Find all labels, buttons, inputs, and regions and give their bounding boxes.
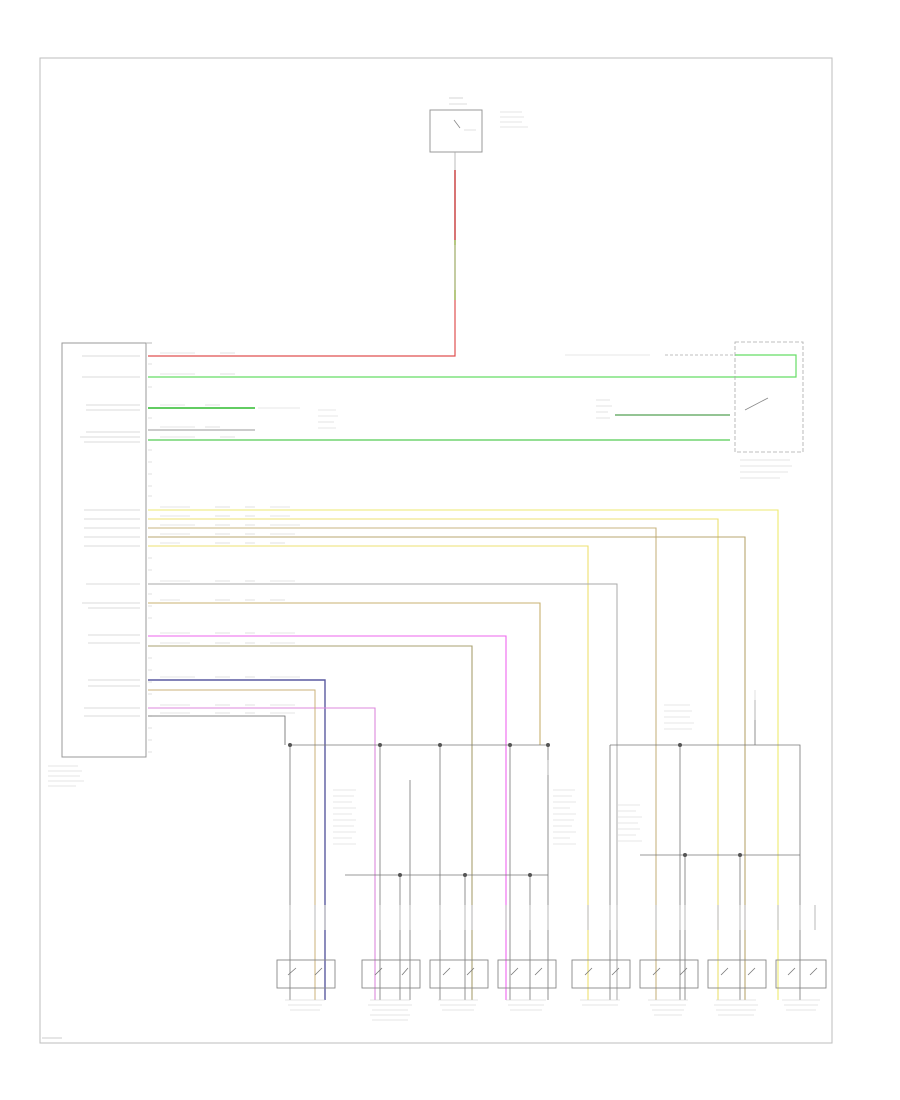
wire-navy <box>148 679 326 1000</box>
wire-tan-3 <box>148 602 541 745</box>
sensor-switch-symbols <box>287 967 818 976</box>
wire-yellow-1 <box>148 509 779 1000</box>
wire-olive <box>148 645 473 1000</box>
sensor-box-6 <box>639 959 699 989</box>
wire-tan-2 <box>148 536 746 1000</box>
wire-violet <box>148 707 376 1000</box>
module-pin-labels <box>80 355 140 717</box>
diagram-frame <box>39 57 833 1044</box>
splice-dots <box>288 743 742 877</box>
pin-number-ticks <box>148 355 152 753</box>
splice-bus <box>289 700 801 1000</box>
top-sensor-module <box>429 97 528 153</box>
sensor-box-1 <box>276 959 336 989</box>
wire-tan-short <box>148 689 316 1000</box>
wire-yellow-3 <box>148 545 589 1000</box>
sensor-box-3 <box>429 959 489 989</box>
wire-gray <box>148 583 618 1000</box>
sensor-box-8 <box>775 959 827 989</box>
sensor-box-7 <box>707 959 767 989</box>
wire-magenta <box>148 635 507 1000</box>
bottom-sensor-boxes <box>276 959 827 989</box>
wire-green-1 <box>148 354 797 378</box>
sensor-box-4 <box>497 959 557 989</box>
right-switch-module <box>734 341 804 479</box>
bottom-connector-codes <box>289 905 816 930</box>
sensor-box-2 <box>361 959 421 989</box>
annotation-blocks <box>258 354 694 845</box>
connector-labels <box>454 245 756 775</box>
left-control-module <box>48 342 152 787</box>
sensor-box-5 <box>571 959 631 989</box>
wire-code-labels <box>160 352 300 714</box>
wire-black <box>148 715 286 745</box>
wire-red <box>148 170 456 357</box>
wire-yellow-2 <box>148 518 719 1000</box>
wire-tan-1 <box>148 527 657 1000</box>
bottom-sensor-labels <box>285 999 820 1021</box>
